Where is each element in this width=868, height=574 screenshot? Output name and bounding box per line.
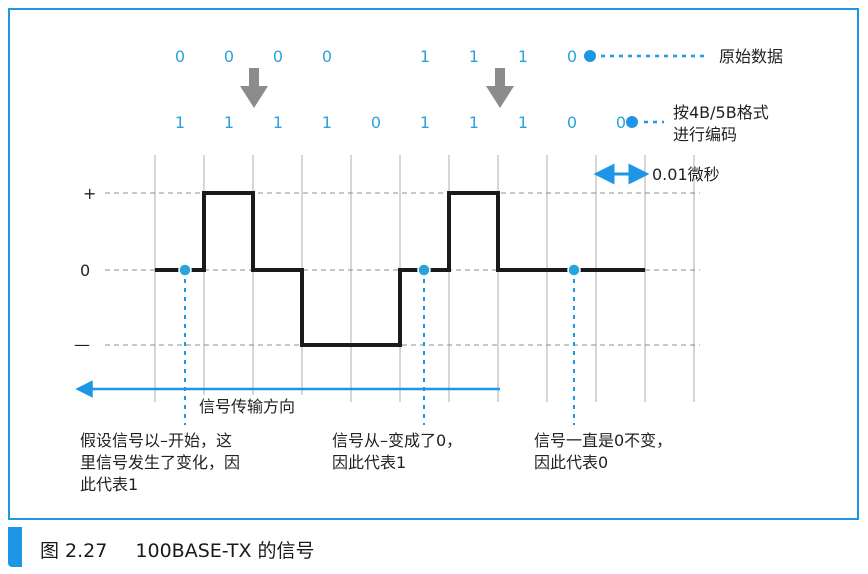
note-2-line: 信号从–变成了0， xyxy=(332,431,462,450)
note-2-line: 因此代表1 xyxy=(332,453,406,472)
original-bit: 0 xyxy=(224,47,234,66)
encoded-bit: 0 xyxy=(567,113,577,132)
note-3-dot xyxy=(567,263,581,277)
encoded-data-dot xyxy=(626,116,638,128)
time-grid xyxy=(154,155,695,402)
original-data-legend: 原始数据 xyxy=(584,47,783,66)
original-bit: 1 xyxy=(469,47,479,66)
figure-caption: 图 2.27 100BASE-TX 的信号 xyxy=(40,536,315,563)
encoded-label-line1: 按4B/5B格式 xyxy=(673,103,769,122)
encoded-bit: 1 xyxy=(224,113,234,132)
original-bit: 0 xyxy=(175,47,185,66)
signal-waveform xyxy=(155,191,645,347)
note-1-dot xyxy=(178,263,192,277)
original-data-dot xyxy=(584,50,596,62)
annotation-markers xyxy=(178,263,581,425)
time-unit-label: 0.01微秒 xyxy=(652,165,720,184)
figure-title: 100BASE-TX 的信号 xyxy=(135,540,315,562)
direction-label-bg xyxy=(196,395,306,417)
frame-border xyxy=(8,8,859,520)
encoded-bit: 1 xyxy=(518,113,528,132)
encoded-bit: 0 xyxy=(616,113,626,132)
original-bit: 1 xyxy=(518,47,528,66)
note-1-line: 里信号发生了变化，因 xyxy=(80,453,240,472)
encoded-bits: 1 1 1 1 0 1 1 1 0 0 xyxy=(175,113,626,132)
encoded-label-line2: 进行编码 xyxy=(673,125,737,144)
note-1-line: 此代表1 xyxy=(80,475,138,494)
encoded-bit: 1 xyxy=(322,113,332,132)
encoded-bit: 1 xyxy=(420,113,430,132)
encoded-data-legend: 按4B/5B格式 进行编码 xyxy=(626,103,769,144)
gray-down-arrow-left xyxy=(240,68,268,108)
encoded-bit: 1 xyxy=(273,113,283,132)
note-3-line: 因此代表0 xyxy=(534,453,608,472)
note-2-dot xyxy=(417,263,431,277)
time-unit-marker: 0.01微秒 xyxy=(593,163,720,185)
level-label-zero: 0 xyxy=(80,261,90,280)
figure-number: 图 2.27 xyxy=(40,540,108,562)
original-data-label: 原始数据 xyxy=(719,47,783,66)
original-bit: 1 xyxy=(420,47,430,66)
direction-label: 信号传输方向 xyxy=(199,397,295,416)
encoded-bit: 1 xyxy=(469,113,479,132)
level-label-minus: — xyxy=(74,335,90,354)
encoded-bit: 1 xyxy=(175,113,185,132)
encoded-bit: 0 xyxy=(371,113,381,132)
note-1-line: 假设信号以–开始，这 xyxy=(80,431,232,450)
level-label-plus: + xyxy=(83,184,96,203)
original-bit: 0 xyxy=(273,47,283,66)
original-bits: 0 0 0 0 1 1 1 0 xyxy=(175,47,577,66)
gray-down-arrow-right xyxy=(486,68,514,108)
original-bit: 0 xyxy=(567,47,577,66)
original-bit: 0 xyxy=(322,47,332,66)
note-3-line: 信号一直是0不变， xyxy=(534,431,672,450)
caption-accent-bar xyxy=(8,527,22,567)
